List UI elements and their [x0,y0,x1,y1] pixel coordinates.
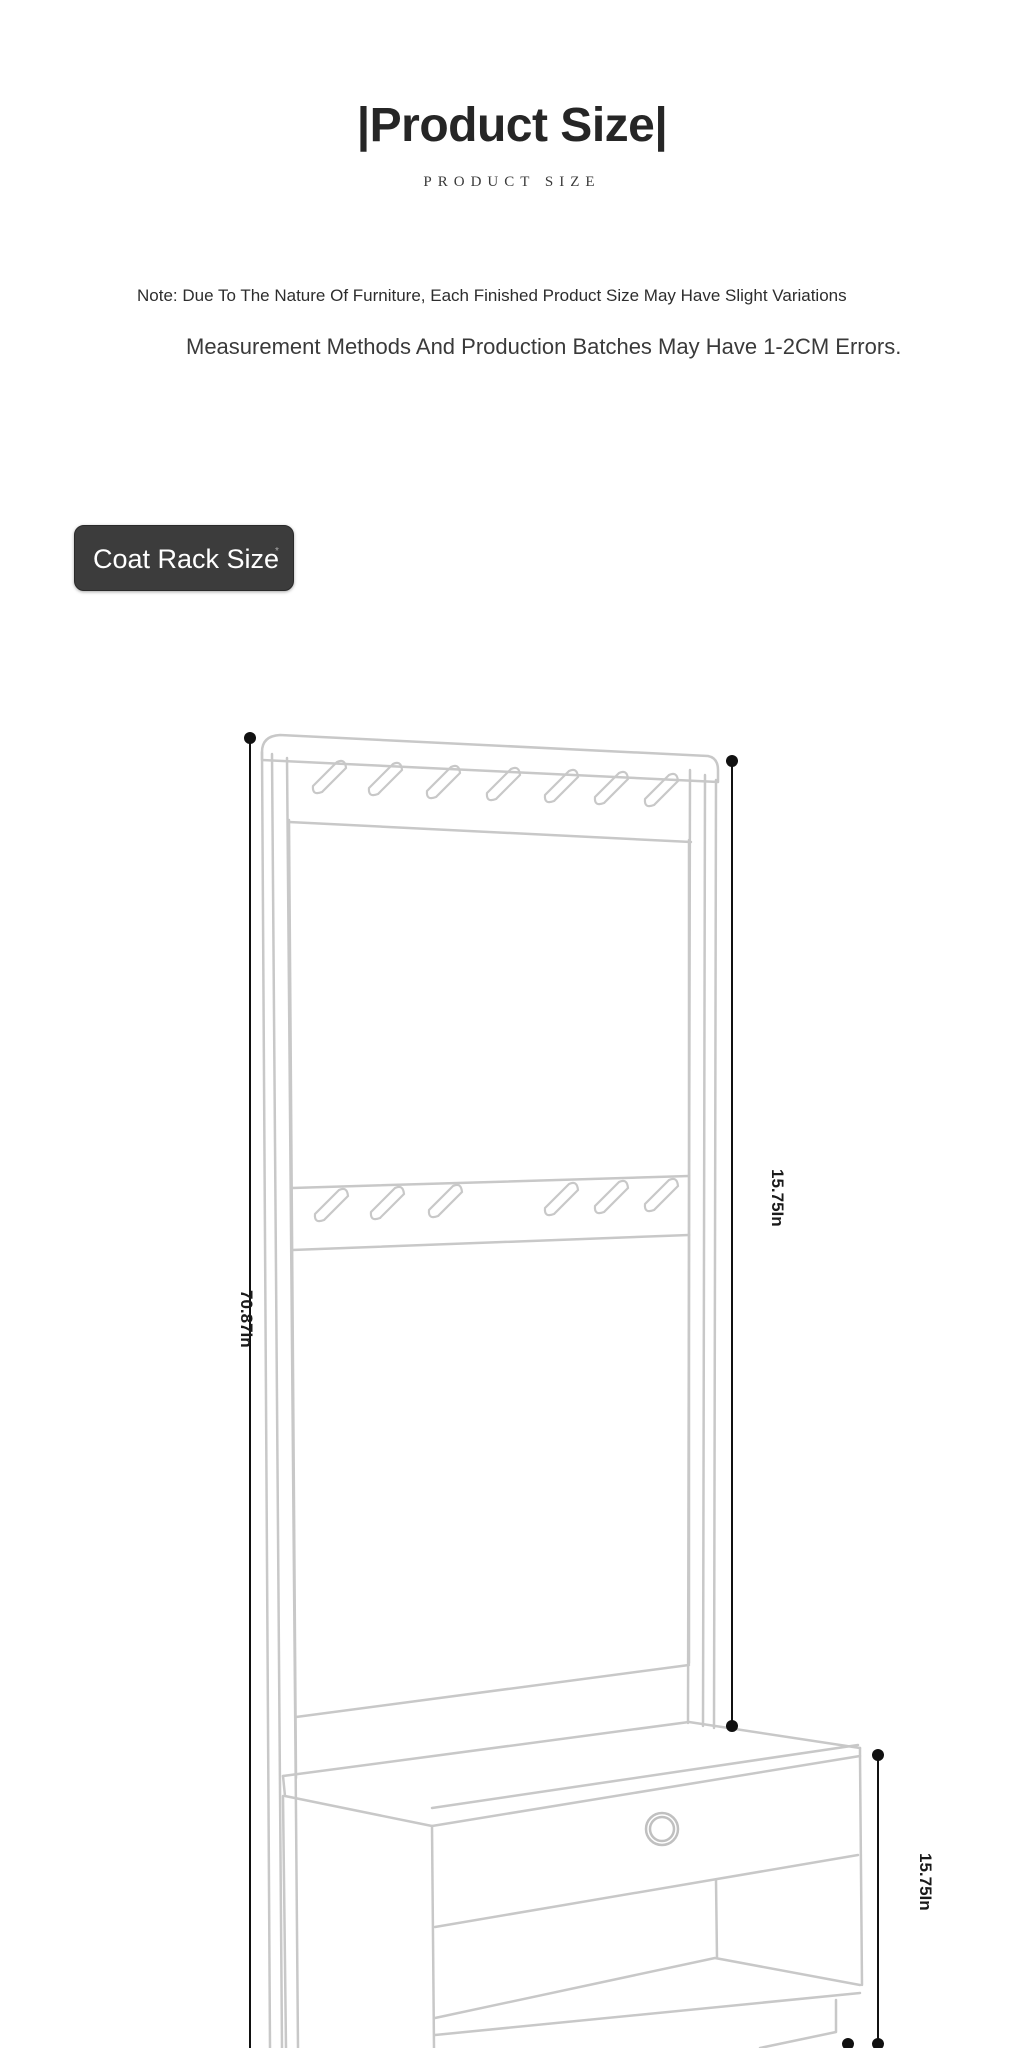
middle-hooks [313,1177,680,1223]
cubby-floor [433,1956,862,2020]
bench-height-label: 15.75In [916,1853,935,1911]
page-subtitle: PRODUCT SIZE [423,174,601,190]
hook-icon [313,1187,350,1223]
hook-icon [369,1185,406,1221]
drawer-top [430,1743,860,1810]
cubby-front [433,1991,862,2037]
right-post-inner [701,773,707,1728]
left-post [260,750,272,2048]
hook-icon [543,1181,580,1217]
left-post-inner [270,752,284,2048]
drawer-bottom [433,1853,860,1929]
right-post-outer [712,778,718,1730]
lower-panel-line [294,1663,691,1719]
dimension-bench-height [842,1749,884,2048]
page-title: |Product Size| [356,99,668,152]
hook-icon [367,761,404,797]
top-crossbar [260,733,720,784]
upper-height-label: 15.75In [768,1169,787,1227]
middle-rail-bottom [290,1233,691,1252]
hook-icon [427,1183,464,1219]
overall-height-label: 70.87In [237,1290,256,1348]
bench-top-back [281,1720,862,1778]
panel-left-edge [287,818,298,1780]
hook-icon [593,1179,630,1215]
section-label-mark: * [275,546,279,557]
left-base [281,1794,288,2048]
hook-icon [485,766,522,802]
bench-foot [758,1998,838,2048]
hook-icon [643,772,680,808]
upper-hooks [311,759,680,808]
hook-icon [643,1177,680,1213]
section-label: Coat Rack Size [93,544,280,574]
section-label-tag: Coat Rack Size * [74,525,294,591]
rack-outline [260,733,864,2048]
error-note: Measurement Methods And Production Batch… [186,334,902,359]
cubby-divider [714,1878,719,1960]
dimension-overall-height [244,732,256,2048]
hook-icon [425,764,462,800]
hook-icon [543,768,580,804]
middle-rail-top [290,1174,691,1190]
drawer-knob-icon [644,1811,680,1847]
bench-front-edge [430,1824,436,2048]
upper-rail-bottom [287,820,693,844]
bench-side-edge [858,1754,864,1987]
variation-note: Note: Due To The Nature Of Furniture, Ea… [137,286,847,305]
hook-icon [593,770,630,806]
dimension-upper-height [726,755,738,1732]
hook-icon [311,759,348,795]
